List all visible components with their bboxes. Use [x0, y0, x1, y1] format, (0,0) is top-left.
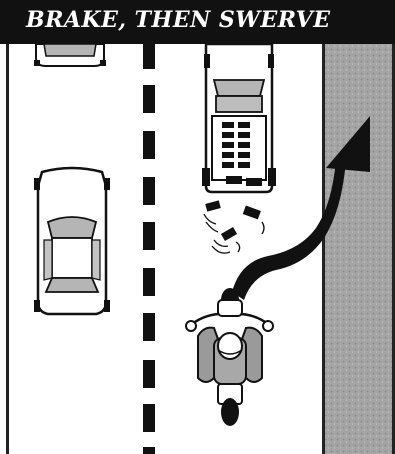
road-shoulder [322, 44, 395, 454]
left-road-edge [6, 44, 9, 454]
title-bar: BRAKE, THEN SWERVE [0, 0, 395, 44]
pickup-truck-icon [202, 44, 276, 192]
diagram-title: BRAKE, THEN SWERVE [26, 7, 331, 33]
car-icon [34, 168, 110, 314]
car-icon [34, 44, 106, 66]
road-scene [0, 44, 395, 454]
